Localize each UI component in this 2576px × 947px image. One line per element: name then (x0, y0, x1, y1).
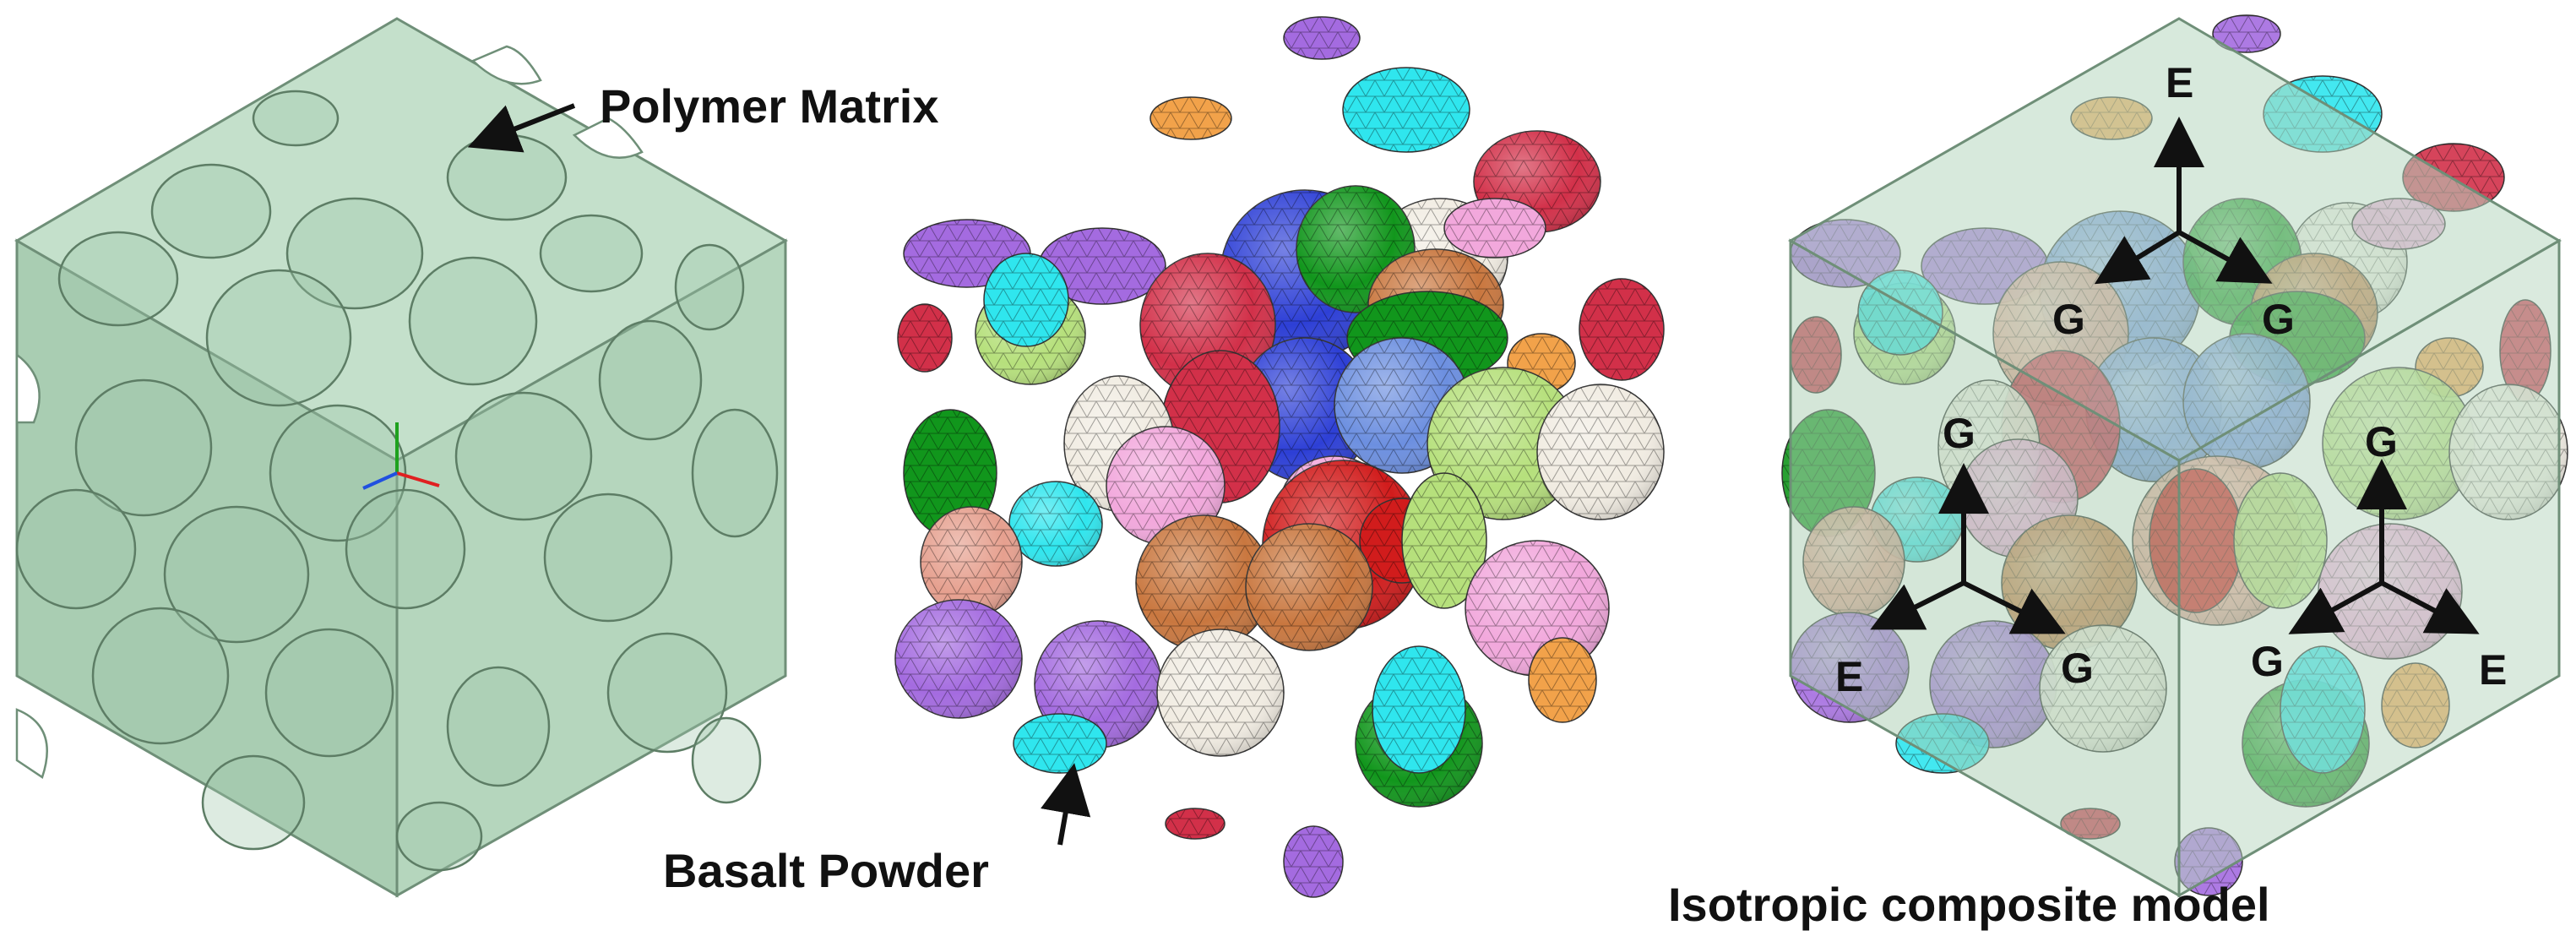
particle-mesh (1150, 97, 1231, 139)
particle-mesh (2213, 15, 2280, 52)
particle-mesh (1157, 629, 1284, 756)
polymer-matrix-label: Polymer Matrix (600, 79, 939, 133)
particle-mesh (1372, 646, 1465, 773)
particle-mesh (1343, 68, 1470, 152)
isotropic-composite-cube (1781, 14, 2568, 898)
basalt-powder-arrow (1041, 763, 1091, 846)
left-g-label: G (1943, 410, 1975, 457)
embedded-particle-outlines (15, 90, 779, 872)
coordinate-triad (362, 422, 440, 490)
particle-mesh (1579, 279, 1664, 380)
right-g-label: G (2365, 418, 2398, 465)
polymer-matrix-cube (14, 17, 789, 898)
particle-mesh (1246, 524, 1372, 650)
particle-mesh (1284, 17, 1360, 59)
left-e-label: E (1835, 653, 1863, 700)
particle-mesh (1039, 228, 1166, 304)
top-g-left-label: G (2052, 296, 2085, 343)
particle-mesh (1284, 826, 1343, 897)
particle-mesh (1166, 808, 1225, 839)
top-g-right-label: G (2262, 296, 2295, 343)
isotropic-model-label: Isotropic composite model (1668, 878, 2270, 931)
left-axis-triad (1870, 463, 2066, 634)
top-axis-triad (2094, 117, 2273, 285)
particle-mesh (1136, 515, 1271, 650)
particle-mesh (898, 304, 952, 372)
particle-mesh (1444, 199, 1546, 258)
right-axis-triad (2288, 459, 2480, 634)
top-e-label: E (2166, 59, 2193, 106)
cut-edges (15, 45, 644, 779)
composite-right-face (2177, 238, 2561, 898)
left-g-bottom-label: G (2061, 645, 2094, 692)
particle-mesh (1537, 384, 1664, 520)
particle-mesh (984, 253, 1068, 346)
polymer-matrix-arrow (467, 103, 576, 153)
right-e-label: E (2479, 646, 2507, 694)
basalt-particle-cloud (894, 16, 1665, 898)
particle-mesh (904, 410, 997, 536)
particle-mesh (1402, 473, 1486, 608)
particle-mesh (1529, 638, 1596, 722)
particle-mesh (895, 600, 1022, 718)
basalt-powder-label: Basalt Powder (663, 844, 989, 897)
particle-mesh (921, 507, 1022, 617)
particle-mesh (1009, 482, 1102, 566)
cube-right-face (395, 238, 787, 898)
particle-mesh (1014, 714, 1106, 773)
right-g-bottom-label: G (2251, 638, 2284, 685)
